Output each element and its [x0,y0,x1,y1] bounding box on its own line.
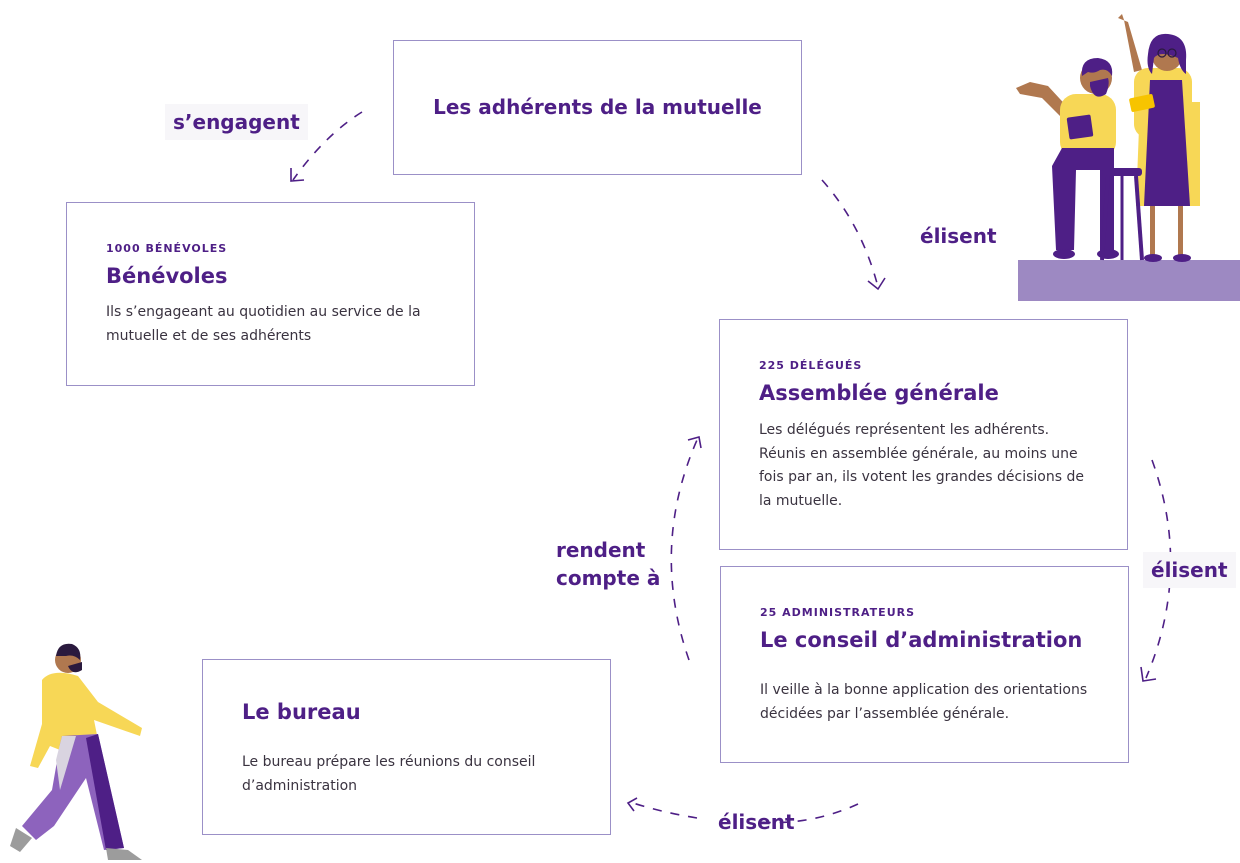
walking-man-illustration [10,643,142,860]
conseil-description: Il veille à la bonne application des ori… [760,682,1088,722]
arrow-elisent-top-head [867,277,886,291]
arrow-elisent-top [821,179,879,288]
assemblee-box: 225 DÉLÉGUÉS Assemblée générale Les délé… [719,319,1128,550]
benevoles-description: Ils s’engageant au quotidien au service … [106,304,421,344]
arrow-rendent-compte [670,439,698,661]
label-engagent: s’engagent [165,104,308,140]
label-elisent-top: élisent [920,224,997,248]
walking-man-figure [10,643,142,860]
sitting-man-figure [1016,58,1144,261]
benevoles-box: 1000 BÉNÉVOLES Bénévoles Ils s’engageant… [66,202,475,386]
assemblee-count: 225 DÉLÉGUÉS [759,359,863,372]
label-rendent-line1: rendent [556,538,646,562]
label-rendent-compte: rendent compte à [556,536,660,592]
people-platform-illustration [1016,14,1240,301]
platform-shape [1018,260,1240,301]
label-elisent-right: élisent [1143,552,1236,588]
benevoles-title: Bénévoles [106,264,228,288]
adherents-title: Les adhérents de la mutuelle [433,94,762,119]
arrow-elisent-bottom [629,801,859,824]
arrow-engagent-head [290,168,305,182]
bureau-title: Le bureau [242,700,361,724]
arrow-elisent-bottom-head [626,797,638,812]
assemblee-title: Assemblée générale [759,381,999,405]
adherents-box: Les adhérents de la mutuelle [393,40,802,175]
bureau-description: Le bureau prépare les réunions du consei… [242,754,536,794]
benevoles-count: 1000 BÉNÉVOLES [106,242,228,255]
arrow-engagent [292,111,363,181]
bureau-box: Le bureau Le bureau prépare les réunions… [202,659,611,835]
conseil-title: Le conseil d’administration [760,628,1083,652]
assemblee-description: Les délégués représentent les adhérents.… [759,422,1084,509]
conseil-box: 25 ADMINISTRATEURS Le conseil d’administ… [720,566,1129,763]
label-elisent-bottom: élisent [718,810,795,834]
standing-woman-figure [1118,14,1200,262]
arrow-rendent-compte-head [687,435,702,449]
label-rendent-line2: compte à [556,566,661,590]
conseil-count: 25 ADMINISTRATEURS [760,606,916,619]
arrow-elisent-right-head [1140,666,1157,682]
